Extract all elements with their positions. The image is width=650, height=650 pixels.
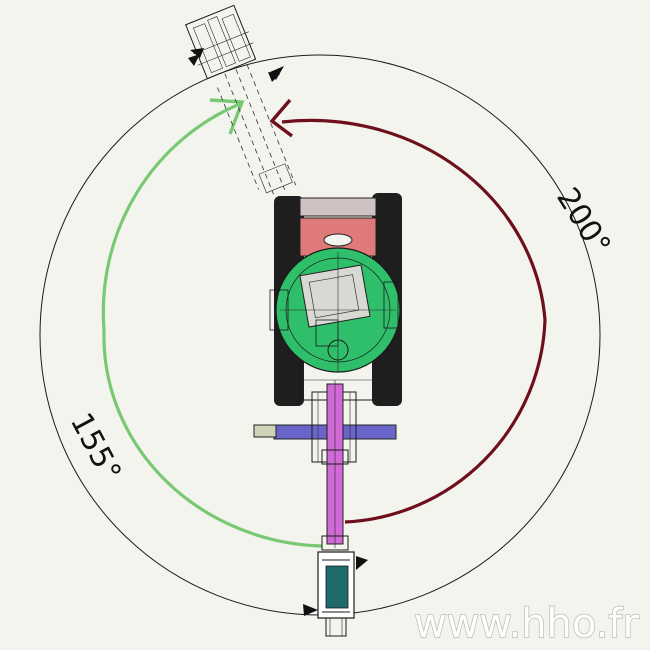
outer-arrowhead-bottom xyxy=(303,604,318,616)
arc-155-degrees xyxy=(101,101,323,548)
angle-label-155: 155° xyxy=(63,407,128,487)
boom-ghost-marker xyxy=(190,48,204,58)
bucket xyxy=(317,551,355,637)
turret xyxy=(269,247,401,373)
counterweight-hole xyxy=(323,233,353,247)
angle-label-200: 200° xyxy=(549,182,617,262)
arc-155-arrowhead xyxy=(209,98,245,135)
arc-200-arrowhead xyxy=(269,98,294,138)
frame-top xyxy=(299,197,377,217)
outer-arrowhead-right-bottom xyxy=(356,556,368,570)
outer-arrowhead-left-top xyxy=(188,54,200,66)
watermark-text: www.hho.fr xyxy=(414,601,639,647)
boom-arm xyxy=(321,380,349,551)
arc-200-degrees xyxy=(281,118,547,524)
boom-ghost-marker-2 xyxy=(268,72,280,82)
boom-ghost-rotated xyxy=(185,4,297,195)
